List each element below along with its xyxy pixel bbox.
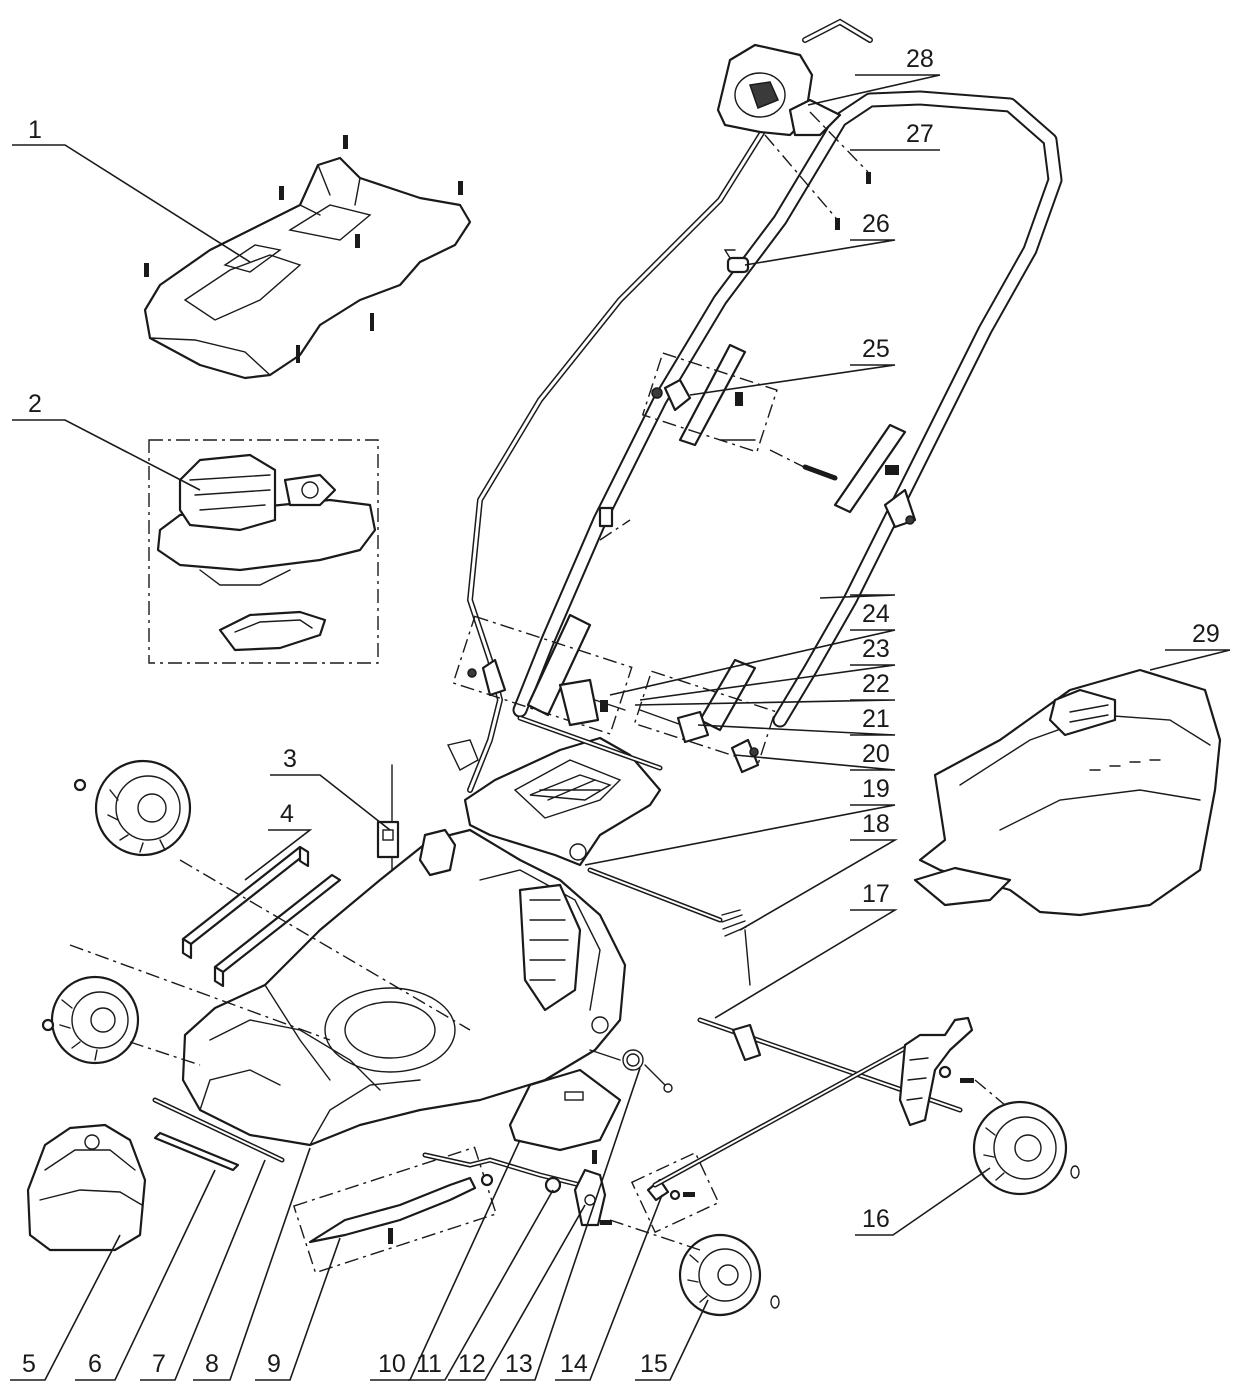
label-part-9: 9 bbox=[267, 1350, 281, 1378]
dashline-rear-axle bbox=[179, 859, 471, 1031]
dashline-front-right-wheel bbox=[609, 1219, 701, 1251]
part-spring bbox=[589, 1049, 673, 1093]
label-part-27: 27 bbox=[906, 120, 934, 148]
label-part-5: 5 bbox=[22, 1350, 36, 1378]
label-part-23: 23 bbox=[862, 635, 890, 663]
dashline-upper-knobs bbox=[769, 449, 811, 471]
part-height-adjuster-front bbox=[573, 1168, 612, 1227]
part-long-rod bbox=[152, 1097, 285, 1163]
label-part-22: 22 bbox=[862, 670, 890, 698]
lower-right-knob-frame bbox=[633, 670, 777, 765]
part-mulch-plug bbox=[26, 1123, 147, 1252]
dashline-mid-bolt bbox=[599, 519, 631, 541]
part-foam-strips bbox=[181, 845, 342, 988]
switch-box-dash-2 bbox=[764, 134, 837, 219]
wheel-rear-right bbox=[972, 1100, 1080, 1196]
part-height-lever-rear bbox=[898, 1016, 974, 1127]
part-motor-assembly bbox=[156, 453, 377, 652]
motor-assembly-frame bbox=[148, 439, 379, 664]
part-cable-clip bbox=[723, 249, 750, 274]
part-number-labels: 1 2 3 4 5 6 7 8 9 10 11 12 13 14 15 16 1… bbox=[22, 45, 1220, 1378]
label-part-10: 10 bbox=[378, 1350, 406, 1378]
dashline-rear-right-wheel bbox=[974, 1079, 1006, 1106]
label-part-29: 29 bbox=[1192, 620, 1220, 648]
part-small-strip bbox=[153, 1131, 240, 1172]
label-part-1: 1 bbox=[28, 116, 42, 144]
part-bottom-rod bbox=[517, 715, 663, 771]
part-front-axle bbox=[422, 1152, 583, 1194]
part-lower-right-knob bbox=[639, 709, 760, 774]
dashline-front-axle bbox=[69, 944, 331, 1041]
label-part-4: 4 bbox=[280, 800, 294, 828]
lower-left-knob-frame bbox=[452, 615, 633, 735]
part-grass-box bbox=[913, 668, 1222, 917]
part-rear-flap bbox=[463, 736, 662, 867]
switch-box-screws bbox=[835, 172, 871, 230]
part-switch-clip bbox=[376, 764, 400, 906]
label-part-12: 12 bbox=[458, 1350, 486, 1378]
part-handle bbox=[512, 90, 1063, 732]
label-part-18: 18 bbox=[862, 810, 890, 838]
wheel-front-right bbox=[678, 1233, 780, 1317]
label-part-6: 6 bbox=[88, 1350, 102, 1378]
part-top-cover bbox=[143, 156, 472, 380]
label-part-28: 28 bbox=[906, 45, 934, 73]
part-plate bbox=[508, 1068, 622, 1164]
top-cover-screws bbox=[144, 135, 463, 363]
part-upper-knob bbox=[651, 378, 756, 441]
label-part-26: 26 bbox=[862, 210, 890, 238]
label-part-20: 20 bbox=[862, 740, 890, 768]
part-switch-box bbox=[716, 43, 842, 137]
leader-lines bbox=[10, 74, 1231, 1381]
label-part-25: 25 bbox=[862, 335, 890, 363]
label-part-17: 17 bbox=[862, 880, 890, 908]
part-mid-bolt bbox=[598, 506, 614, 528]
power-cable bbox=[446, 18, 873, 793]
axle-clip-frame bbox=[630, 1151, 720, 1234]
label-part-11: 11 bbox=[416, 1350, 442, 1378]
part-lower-left-knob bbox=[467, 658, 626, 727]
switch-box-dash-1 bbox=[809, 111, 869, 173]
wheel-rear-left bbox=[73, 759, 192, 857]
mower-deck bbox=[181, 828, 627, 1147]
part-blade bbox=[308, 1173, 494, 1244]
label-part-16: 16 bbox=[862, 1205, 890, 1233]
label-part-3: 3 bbox=[283, 745, 297, 773]
upper-knob-frame bbox=[641, 352, 778, 453]
label-part-8: 8 bbox=[205, 1350, 219, 1378]
label-part-19: 19 bbox=[862, 775, 890, 803]
label-part-15: 15 bbox=[640, 1350, 668, 1378]
wheel-front-left bbox=[41, 975, 140, 1065]
label-part-24: 24 bbox=[862, 600, 890, 628]
part-spring-rod bbox=[587, 867, 751, 986]
label-part-14: 14 bbox=[560, 1350, 588, 1378]
label-part-13: 13 bbox=[505, 1350, 533, 1378]
label-part-21: 21 bbox=[862, 705, 890, 733]
part-upper-knob-right bbox=[802, 464, 917, 529]
dashline-front-wheel bbox=[129, 1041, 201, 1066]
label-part-7: 7 bbox=[152, 1350, 166, 1378]
label-part-2: 2 bbox=[28, 390, 42, 418]
